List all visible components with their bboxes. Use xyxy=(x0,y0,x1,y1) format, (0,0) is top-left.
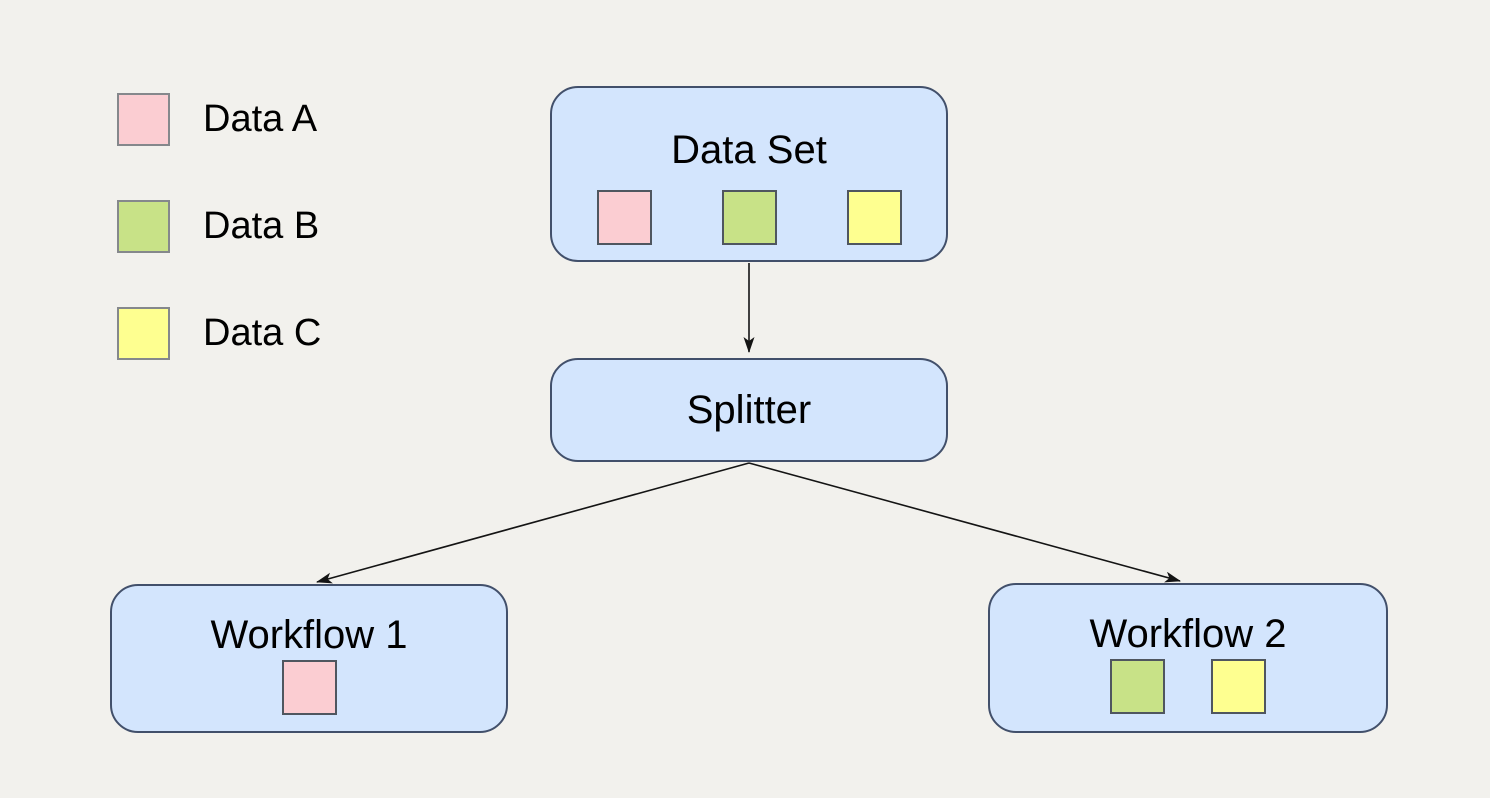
legend-label-data-c: Data C xyxy=(203,312,322,354)
legend-label-data-a: Data A xyxy=(203,98,318,140)
node-data-set: Data Set xyxy=(550,86,948,262)
legend: Data A Data B Data C xyxy=(117,93,321,360)
edge-splitter-to-workflow-2 xyxy=(748,462,1181,583)
legend-item-data-a: Data A xyxy=(117,93,321,146)
legend-swatch-data-b xyxy=(117,200,170,253)
legend-label-data-b: Data B xyxy=(203,205,320,247)
legend-swatch-data-c xyxy=(117,307,170,360)
edge-splitter-to-workflow-1 xyxy=(316,462,750,584)
data-a-square xyxy=(281,660,337,715)
node-workflow-2-title: Workflow 2 xyxy=(1089,612,1287,656)
data-b-square xyxy=(1110,659,1165,714)
node-workflow-2: Workflow 2 xyxy=(988,583,1388,733)
legend-item-data-b: Data B xyxy=(117,200,321,253)
data-b-square xyxy=(721,190,777,245)
node-splitter-title: Splitter xyxy=(686,388,812,432)
node-workflow-1-title: Workflow 1 xyxy=(210,613,408,657)
node-workflow-2-squares xyxy=(1110,659,1266,714)
node-splitter: Splitter xyxy=(550,358,948,462)
node-workflow-1-squares xyxy=(281,660,337,715)
data-c-square xyxy=(1211,659,1266,714)
data-c-square xyxy=(846,190,902,245)
legend-item-data-c: Data C xyxy=(117,307,321,360)
node-workflow-1: Workflow 1 xyxy=(110,584,508,733)
node-data-set-squares xyxy=(596,190,902,245)
data-a-square xyxy=(596,190,652,245)
legend-swatch-data-a xyxy=(117,93,170,146)
node-data-set-title: Data Set xyxy=(671,128,827,172)
